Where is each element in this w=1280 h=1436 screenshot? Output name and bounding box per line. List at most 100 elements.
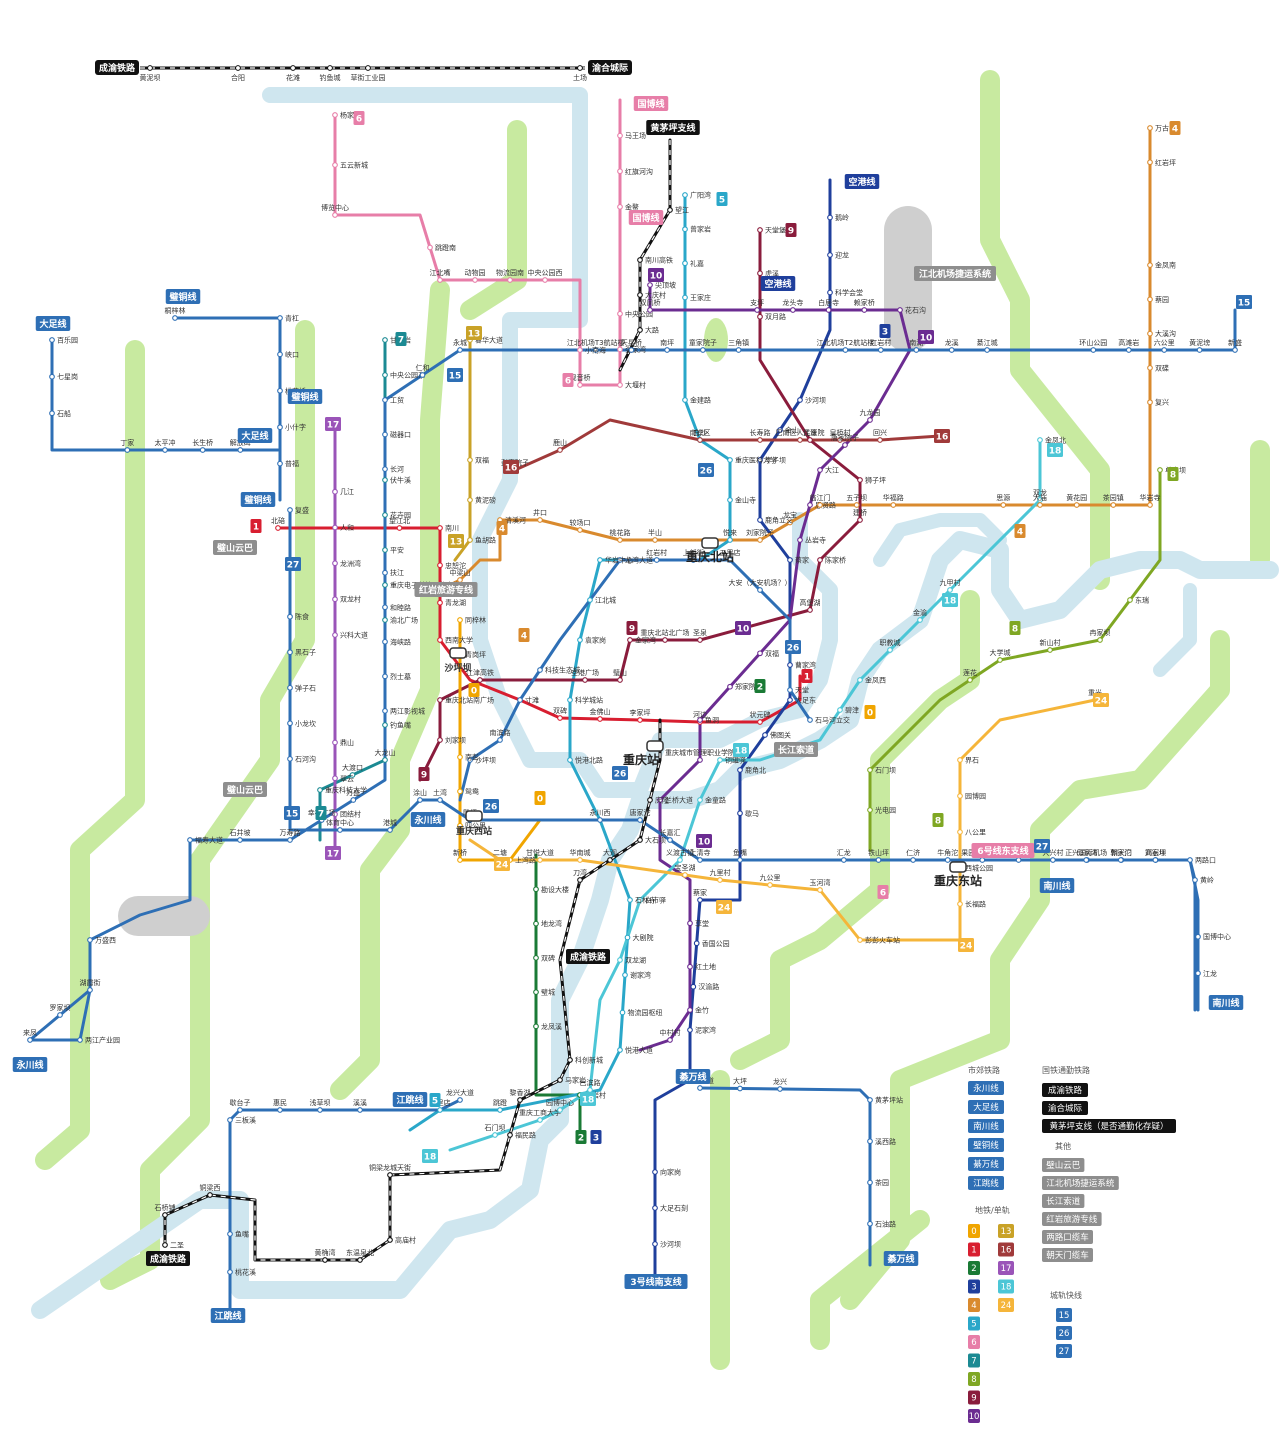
station-dot[interactable]	[382, 397, 388, 403]
station-dot[interactable]	[637, 257, 643, 263]
station-dot[interactable]	[1037, 437, 1043, 443]
station-dot[interactable]	[617, 346, 623, 353]
line-label[interactable]: 璧铜线	[165, 289, 201, 304]
station[interactable]: 龙兴	[773, 1077, 787, 1092]
station-dot[interactable]	[1047, 647, 1053, 653]
station-dot[interactable]	[507, 277, 513, 283]
line-badge[interactable]: 10	[735, 621, 751, 635]
station[interactable]: 东瑞	[1127, 596, 1149, 605]
station-dot[interactable]	[287, 720, 293, 727]
line-label[interactable]: 南川线	[1208, 995, 1244, 1010]
station[interactable]: 太平冲	[155, 438, 176, 453]
station[interactable]: 童家院子	[689, 338, 717, 353]
station[interactable]: 复盛	[287, 506, 309, 515]
station[interactable]: 石门坝	[485, 1123, 506, 1138]
station[interactable]: 仁和	[416, 363, 430, 378]
station-dot[interactable]	[717, 757, 723, 763]
station-dot[interactable]	[237, 1107, 243, 1113]
station-dot[interactable]	[587, 1087, 593, 1093]
station-dot[interactable]	[537, 1117, 543, 1123]
station-dot[interactable]	[790, 307, 796, 313]
station-dot[interactable]	[1083, 857, 1090, 863]
station[interactable]: 茶园镇	[1103, 493, 1124, 508]
station-dot[interactable]	[697, 897, 703, 903]
station-dot[interactable]	[897, 307, 903, 313]
station[interactable]: 红岩村	[646, 548, 667, 563]
station-dot[interactable]	[757, 517, 763, 523]
station-dot[interactable]	[457, 788, 463, 795]
station[interactable]: 罗家坝	[50, 1003, 71, 1018]
station-dot[interactable]	[492, 1132, 498, 1138]
station-dot[interactable]	[382, 638, 388, 645]
line-label[interactable]: 大足线	[237, 428, 273, 443]
station-dot[interactable]	[762, 732, 768, 738]
station-dot[interactable]	[757, 650, 763, 657]
station[interactable]: 重庆北站南广场	[437, 696, 494, 705]
station-dot[interactable]	[1192, 877, 1198, 883]
station-dot[interactable]	[557, 447, 563, 453]
station-dot[interactable]	[577, 877, 583, 883]
station[interactable]: 白市驿	[637, 896, 666, 905]
station-dot[interactable]	[287, 684, 293, 691]
station-dot[interactable]	[507, 1132, 513, 1138]
station[interactable]: 圣泉	[693, 628, 707, 643]
station-dot[interactable]	[332, 524, 338, 531]
station-dot[interactable]	[382, 547, 388, 553]
line-label[interactable]: 成渝铁路	[146, 1251, 190, 1266]
station-dot[interactable]	[607, 857, 613, 863]
station-dot[interactable]	[979, 857, 986, 863]
station[interactable]: 回兴	[873, 428, 887, 443]
station-dot[interactable]	[787, 662, 793, 668]
station-dot[interactable]	[287, 756, 293, 762]
station-dot[interactable]	[807, 607, 813, 613]
station-dot[interactable]	[382, 466, 388, 472]
station[interactable]: 观音桥	[570, 373, 591, 388]
station-dot[interactable]	[49, 373, 55, 380]
station[interactable]: 黄茅坪站	[867, 1096, 903, 1105]
station[interactable]: 大安（大安机场？）	[729, 578, 792, 593]
line-label[interactable]: 成渝铁路	[566, 949, 610, 964]
station[interactable]: 双龙湖	[617, 956, 646, 965]
station-dot[interactable]	[87, 937, 93, 943]
station-dot[interactable]	[227, 1269, 233, 1275]
line-label[interactable]: 璧山云巴	[223, 782, 267, 797]
line-label[interactable]: 空港线	[844, 174, 880, 189]
station[interactable]: 鹿角北	[737, 766, 766, 775]
station[interactable]: 铜罐驿	[717, 756, 746, 765]
station[interactable]: 小南海	[577, 346, 606, 355]
station-dot[interactable]	[227, 1117, 233, 1123]
station[interactable]: 义渡古镇	[666, 848, 694, 863]
station[interactable]: 天堂堡	[757, 226, 786, 235]
station[interactable]: 郑家院子	[727, 682, 763, 691]
station[interactable]: 江北机场T2航站楼	[817, 338, 875, 353]
station-dot[interactable]	[867, 1179, 873, 1186]
station-dot[interactable]	[49, 337, 55, 343]
station[interactable]: 金凤南	[1147, 261, 1176, 270]
station-dot[interactable]	[682, 397, 688, 403]
station-dot[interactable]	[467, 497, 473, 503]
station-dot[interactable]	[677, 857, 683, 863]
station-dot[interactable]	[637, 717, 643, 723]
station-dot[interactable]	[517, 697, 523, 703]
station-dot[interactable]	[697, 757, 703, 763]
station[interactable]: 鸳鸯	[457, 787, 479, 796]
station-dot[interactable]	[825, 307, 832, 313]
station[interactable]: 金鳌	[617, 202, 639, 211]
station[interactable]: 溪西路	[867, 1137, 896, 1146]
station-dot[interactable]	[350, 797, 357, 803]
station-dot[interactable]	[419, 372, 426, 378]
station-dot[interactable]	[577, 857, 583, 863]
station[interactable]: 黑石子	[287, 649, 316, 657]
station-dot[interactable]	[207, 1192, 213, 1198]
station-dot[interactable]	[57, 1012, 63, 1018]
station[interactable]: 青龙湖	[437, 598, 466, 607]
line-label-yuhe-top[interactable]: 渝合城际	[588, 60, 632, 75]
station-dot[interactable]	[737, 767, 743, 773]
station-dot[interactable]	[382, 431, 388, 438]
line-badge[interactable]: 8	[1167, 467, 1179, 481]
station[interactable]: 香国公园	[693, 939, 730, 948]
station[interactable]: 青杠	[277, 314, 299, 323]
station-dot[interactable]	[867, 807, 873, 813]
station[interactable]: 和睦路	[382, 603, 411, 612]
station[interactable]: 新桥	[453, 848, 467, 863]
